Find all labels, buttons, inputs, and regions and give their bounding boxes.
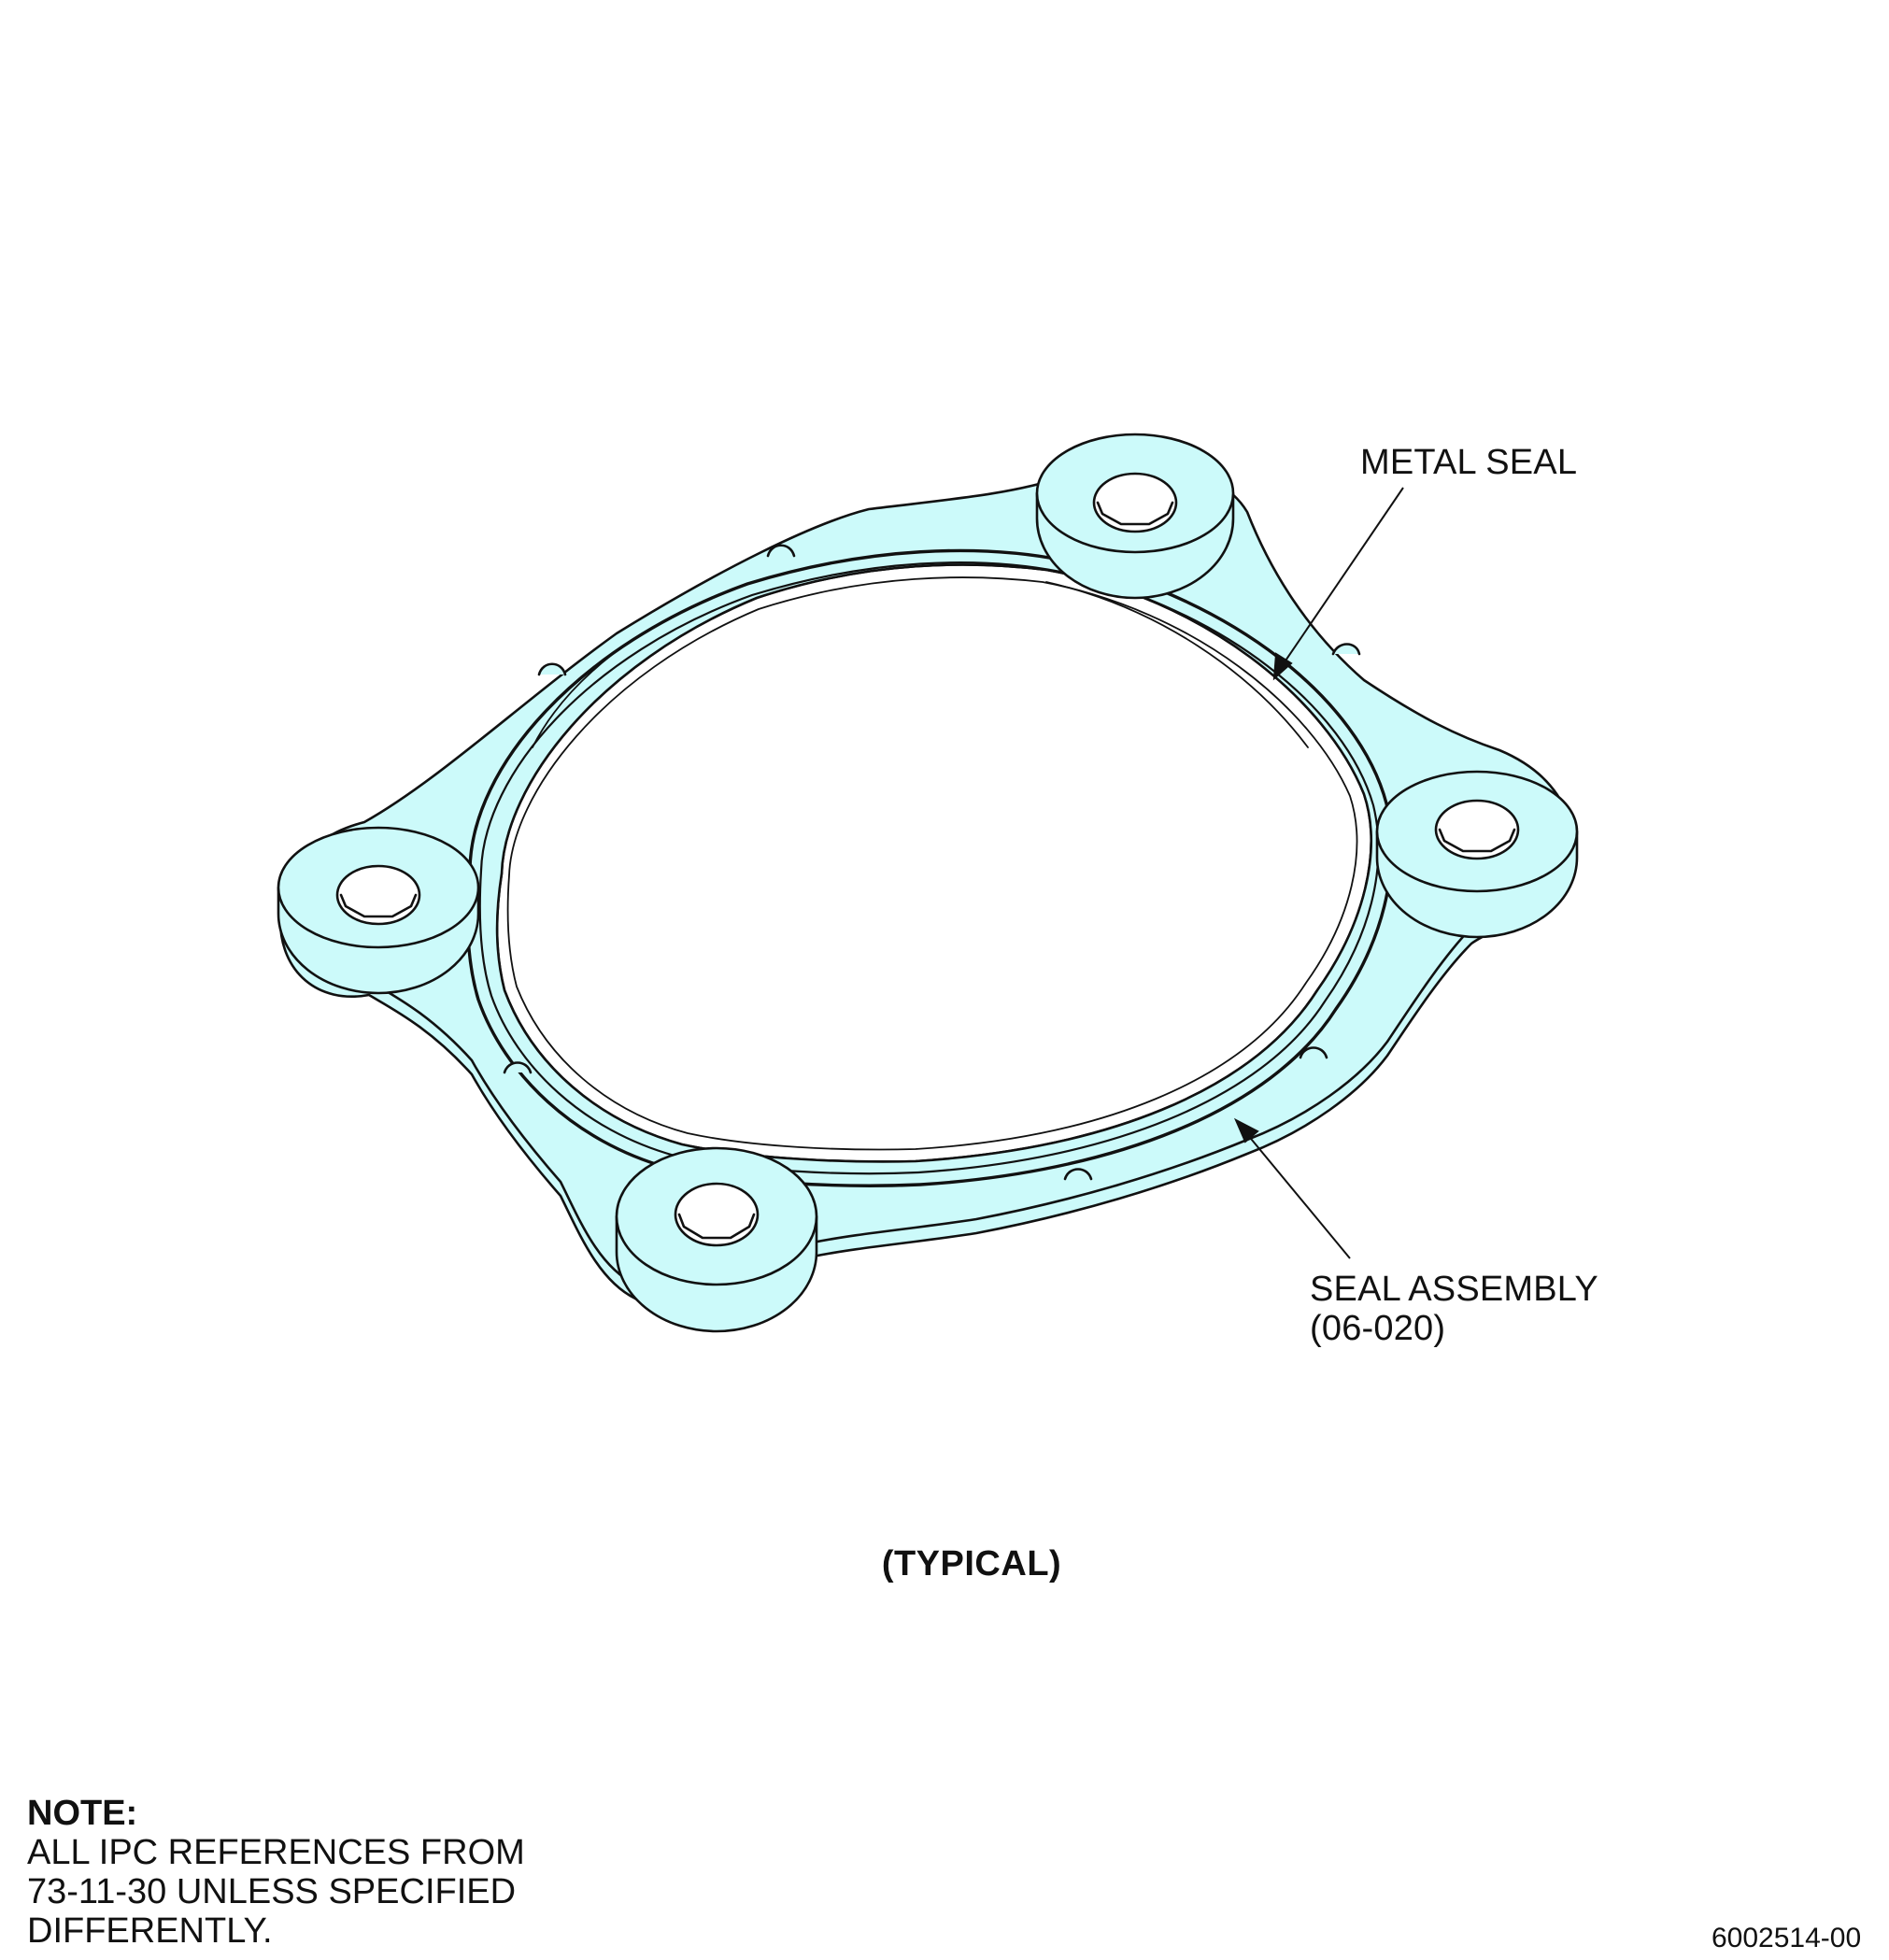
arrowhead [1272,652,1293,681]
seal-assembly-callout: SEAL ASSEMBLY (06-020) [1310,1270,1598,1348]
tab [766,544,796,558]
bolt-boss-right [1375,770,1579,939]
figure-number: 6002514-00 [1711,1923,1862,1953]
tab [1063,1168,1093,1181]
leader-metal-seal [1272,487,1404,681]
flange-top-face [278,463,1573,1296]
seal-assembly-ipc-ref: (06-020) [1310,1309,1446,1348]
note-block: NOTE: ALL IPC REFERENCES FROM 73-11-30 U… [27,1794,525,1951]
view-caption: (TYPICAL) [881,1544,1062,1584]
tab [1299,1046,1328,1059]
bolt-boss-left [277,826,480,995]
inner-bore-edges [506,576,1358,1151]
arrowhead [1233,1117,1259,1143]
note-line: 73-11-30 UNLESS SPECIFIED [27,1872,517,1911]
tab [503,1061,533,1074]
metal-seal-callout: METAL SEAL [1360,443,1578,482]
tab [1331,643,1361,656]
note-title: NOTE: [27,1794,138,1833]
leader-seal-assembly [1233,1117,1351,1259]
seal-assembly-label: SEAL ASSEMBLY [1310,1270,1598,1309]
locating-tabs [503,544,1361,1181]
note-line: DIFFERENTLY. [27,1911,273,1951]
metal-seal-ring [465,548,1394,1187]
tab [537,662,567,676]
bolt-boss-top [1035,433,1235,600]
bolt-boss-bottom [615,1146,818,1333]
note-line: ALL IPC REFERENCES FROM [27,1833,525,1872]
